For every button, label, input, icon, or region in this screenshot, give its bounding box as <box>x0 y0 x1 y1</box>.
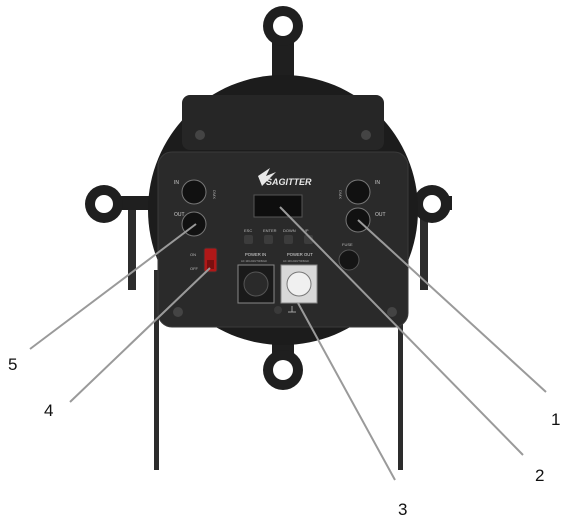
esc-button[interactable] <box>244 235 253 244</box>
fuse-holder: FUSE <box>338 242 360 271</box>
dmx-in-left-connector[interactable] <box>181 179 207 205</box>
leader-line-4 <box>69 267 211 403</box>
callout-1: 1 <box>551 410 561 429</box>
down-button[interactable] <box>284 235 293 244</box>
power-switch-group: ON OFF <box>190 247 218 273</box>
callout-3: 3 <box>398 500 408 519</box>
bird-icon <box>258 168 276 186</box>
switch-off-label: OFF <box>190 266 199 271</box>
fuse-label: FUSE <box>342 242 353 247</box>
leader-line-2 <box>279 206 524 456</box>
dmx-out-left-label: OUT <box>174 212 185 218</box>
left-knob <box>85 185 152 223</box>
enter-button[interactable] <box>264 235 273 244</box>
button-label-down: DOWN <box>283 228 296 233</box>
power-out-label: POWER OUT <box>287 252 313 257</box>
dmx-in-right-label: IN <box>375 180 380 186</box>
power-in-label: POWER IN <box>245 252 266 257</box>
ground-icon <box>274 306 296 314</box>
dmx-left-side-label: DMX <box>212 190 217 199</box>
lcd-display <box>253 194 303 218</box>
dmx-in-left-label: IN <box>174 180 179 186</box>
brand-logo: SAGITTER <box>258 168 312 187</box>
stand-legs <box>128 200 428 470</box>
leader-line-1 <box>357 219 547 393</box>
leader-line-5 <box>29 223 197 350</box>
power-in-group: POWER IN AC 100-240V 50/60Hz <box>237 252 275 304</box>
callout-2: 2 <box>535 466 545 485</box>
dmx-out-right-label: OUT <box>375 212 386 218</box>
dmx-right-side-label: DMX <box>338 190 343 199</box>
leader-line-3 <box>297 302 396 481</box>
power-out-spec: AC 100-240V 50/60Hz <box>283 259 310 263</box>
switch-on-label: ON <box>190 252 196 257</box>
dmx-in-right-connector[interactable] <box>345 179 371 205</box>
power-out-group: POWER OUT AC 100-240V 50/60Hz <box>280 252 318 304</box>
top-lug <box>263 6 303 90</box>
leader-lines <box>29 206 547 481</box>
right-knob <box>412 185 452 223</box>
button-label-up: UP <box>303 228 309 233</box>
callout-4: 4 <box>44 401 54 420</box>
power-in-spec: AC 100-240V 50/60Hz <box>241 259 268 263</box>
button-label-esc: ESC <box>244 228 252 233</box>
brand-name: SAGITTER <box>266 177 312 187</box>
callout-5: 5 <box>8 355 18 374</box>
fuse-cap[interactable] <box>338 249 360 271</box>
button-label-enter: ENTER <box>263 228 277 233</box>
